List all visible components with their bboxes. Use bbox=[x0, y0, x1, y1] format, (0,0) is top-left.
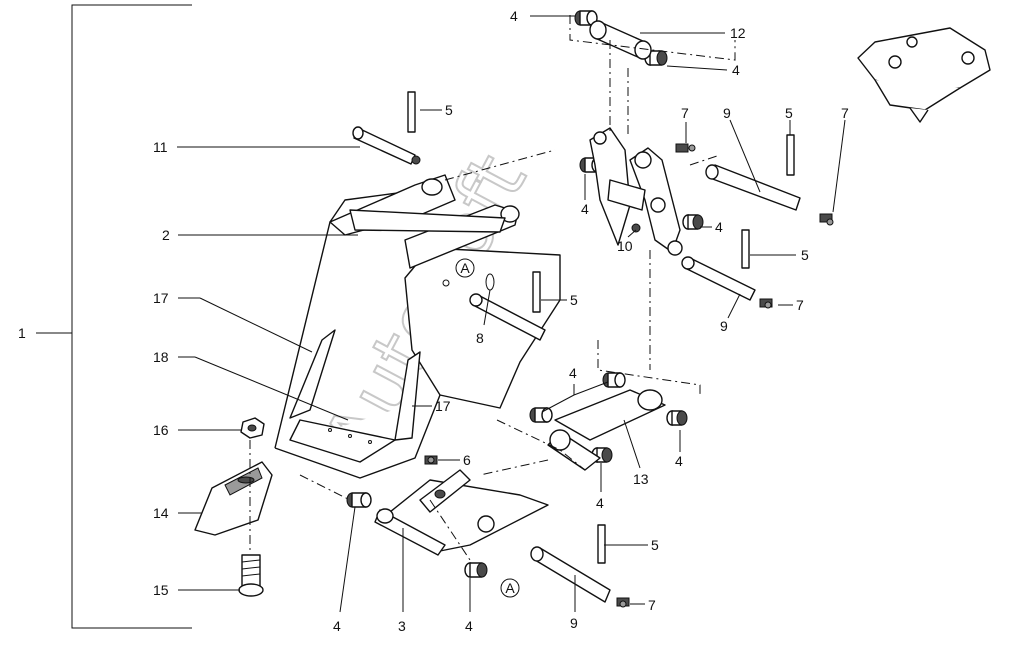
callout-10: 10 bbox=[617, 238, 633, 254]
callout-4: 4 bbox=[715, 219, 723, 235]
bucket-tooth bbox=[194, 440, 273, 550]
tooth-nut bbox=[240, 417, 265, 439]
bushing-4d bbox=[682, 214, 704, 230]
callout-13: 13 bbox=[633, 471, 649, 487]
callout-16: 16 bbox=[153, 422, 169, 438]
leader-lines bbox=[177, 15, 846, 613]
callout-4: 4 bbox=[596, 495, 604, 511]
callout-9: 9 bbox=[723, 105, 731, 121]
callout-11: 11 bbox=[153, 139, 168, 155]
callout-15: 15 bbox=[153, 582, 169, 598]
assembly-bracket: 1 bbox=[18, 4, 192, 629]
sleeve-12 bbox=[589, 20, 652, 60]
bushing-parts bbox=[346, 10, 704, 578]
bushing-4e bbox=[602, 372, 626, 388]
callout-12: 12 bbox=[730, 25, 746, 41]
callout-4: 4 bbox=[333, 618, 341, 634]
grease-nipples bbox=[424, 143, 834, 608]
link-3 bbox=[374, 469, 549, 556]
callout-5: 5 bbox=[570, 292, 578, 308]
bushing-4f bbox=[529, 407, 553, 423]
construction-lines bbox=[299, 15, 736, 561]
callout-9: 9 bbox=[570, 615, 578, 631]
link-10 bbox=[589, 127, 683, 256]
callout-14: 14 bbox=[153, 505, 169, 521]
callout-5: 5 bbox=[651, 537, 659, 553]
callout-7: 7 bbox=[681, 105, 689, 121]
callout-1: 1 bbox=[18, 325, 26, 341]
callout-6: 6 bbox=[463, 452, 471, 468]
assembly-thumbnail bbox=[857, 27, 991, 123]
callout-18: 18 bbox=[153, 349, 169, 365]
pin-11 bbox=[352, 126, 421, 165]
callout-5: 5 bbox=[801, 247, 809, 263]
link-13 bbox=[547, 389, 666, 471]
callout-3: 3 bbox=[398, 618, 406, 634]
callout-7: 7 bbox=[841, 105, 849, 121]
bushing-4j bbox=[464, 562, 488, 578]
pin-9b bbox=[681, 256, 756, 301]
callout-17: 17 bbox=[435, 398, 451, 414]
bushing-4h bbox=[591, 447, 613, 463]
callout-9: 9 bbox=[720, 318, 728, 334]
detail-marker-a-top: A bbox=[455, 258, 475, 278]
callout-4: 4 bbox=[510, 8, 518, 24]
callout-8: 8 bbox=[476, 330, 484, 346]
bushing-4g bbox=[666, 410, 688, 426]
callout-2: 2 bbox=[162, 227, 170, 243]
pin-9a bbox=[705, 164, 801, 211]
callout-5: 5 bbox=[445, 102, 453, 118]
callout-4: 4 bbox=[675, 453, 683, 469]
pin-8 bbox=[442, 273, 546, 341]
callout-4: 4 bbox=[569, 365, 577, 381]
callout-7: 7 bbox=[796, 297, 804, 313]
callout-4: 4 bbox=[465, 618, 473, 634]
callout-labels: 11 2 17 18 16 14 15 5 4 12 4 7 9 5 7 4 4… bbox=[153, 8, 849, 634]
callout-5: 5 bbox=[785, 105, 793, 121]
bucket-body bbox=[274, 174, 561, 479]
bushing-4i bbox=[346, 492, 372, 508]
svg-text:A: A bbox=[505, 580, 515, 596]
callout-4: 4 bbox=[581, 201, 589, 217]
pin-9c bbox=[530, 546, 611, 603]
callout-17: 17 bbox=[153, 290, 169, 306]
detail-marker-a-bottom: A bbox=[500, 578, 520, 598]
tooth-bolt bbox=[238, 554, 264, 597]
svg-text:A: A bbox=[460, 260, 470, 276]
callout-7: 7 bbox=[648, 597, 656, 613]
callout-4: 4 bbox=[732, 62, 740, 78]
